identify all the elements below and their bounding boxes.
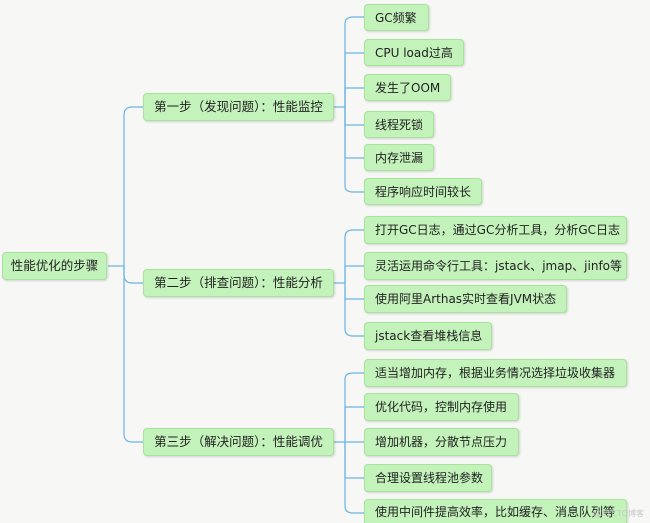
root-label: 性能优化的步骤: [10, 257, 99, 273]
step-2-node[interactable]: 第二步（排查问题）：性能分析: [143, 269, 334, 297]
step-2-item[interactable]: 打开GC日志，通过GC分析工具，分析GC日志: [364, 216, 627, 244]
step-1-item[interactable]: 发生了OOM: [364, 74, 451, 101]
root-node[interactable]: 性能优化的步骤: [2, 252, 107, 280]
step-2-label: 第二步（排查问题）：性能分析: [154, 274, 323, 290]
step-2-item[interactable]: jstack查看堆栈信息: [364, 322, 492, 350]
step-1-item[interactable]: 程序响应时间较长: [364, 178, 482, 205]
step-2-item[interactable]: 灵活运用命令行工具：jstack、jmap、jinfo等: [364, 252, 627, 280]
step-1-item[interactable]: GC频繁: [364, 4, 429, 31]
item-label: 线程死锁: [375, 117, 424, 132]
step-3-item[interactable]: 优化代码，控制内存使用: [364, 393, 519, 421]
item-label: 增加机器，分散节点压力: [375, 435, 508, 449]
item-label: 内存泄漏: [375, 150, 424, 165]
item-label: 使用阿里Arthas实时查看JVM状态: [375, 292, 557, 306]
item-label: 优化代码，控制内存使用: [375, 400, 508, 414]
step-3-label: 第三步（解决问题）：性能调优: [154, 433, 323, 449]
step-3-node[interactable]: 第三步（解决问题）：性能调优: [143, 428, 334, 456]
step-1-item[interactable]: 线程死锁: [364, 111, 434, 138]
step-3-item[interactable]: 增加机器，分散节点压力: [364, 428, 519, 456]
step-3-item[interactable]: 合理设置线程池参数: [364, 464, 492, 492]
item-label: 发生了OOM: [375, 80, 441, 95]
step-2-item[interactable]: 使用阿里Arthas实时查看JVM状态: [364, 285, 567, 313]
step-3-item[interactable]: 使用中间件提高效率，比如缓存、消息队列等: [364, 499, 627, 523]
item-label: 灵活运用命令行工具：jstack、jmap、jinfo等: [375, 259, 623, 273]
step-1-item[interactable]: CPU load过高: [364, 39, 464, 66]
item-label: jstack查看堆栈信息: [375, 329, 483, 343]
item-label: GC频繁: [375, 10, 417, 25]
item-label: 适当增加内存，根据业务情况选择垃圾收集器: [375, 366, 616, 380]
item-label: 程序响应时间较长: [375, 184, 472, 199]
step-1-label: 第一步（发现问题）：性能监控: [154, 98, 323, 114]
item-label: 打开GC日志，通过GC分析工具，分析GC日志: [375, 223, 621, 237]
item-label: 使用中间件提高效率，比如缓存、消息队列等: [375, 504, 616, 519]
item-label: 合理设置线程池参数: [375, 471, 484, 485]
step-1-item[interactable]: 内存泄漏: [364, 144, 434, 171]
item-label: CPU load过高: [375, 45, 453, 60]
watermark: @51CTO博客: [593, 509, 644, 518]
step-1-node[interactable]: 第一步（发现问题）：性能监控: [143, 93, 334, 121]
step-3-item[interactable]: 适当增加内存，根据业务情况选择垃圾收集器: [364, 359, 627, 387]
